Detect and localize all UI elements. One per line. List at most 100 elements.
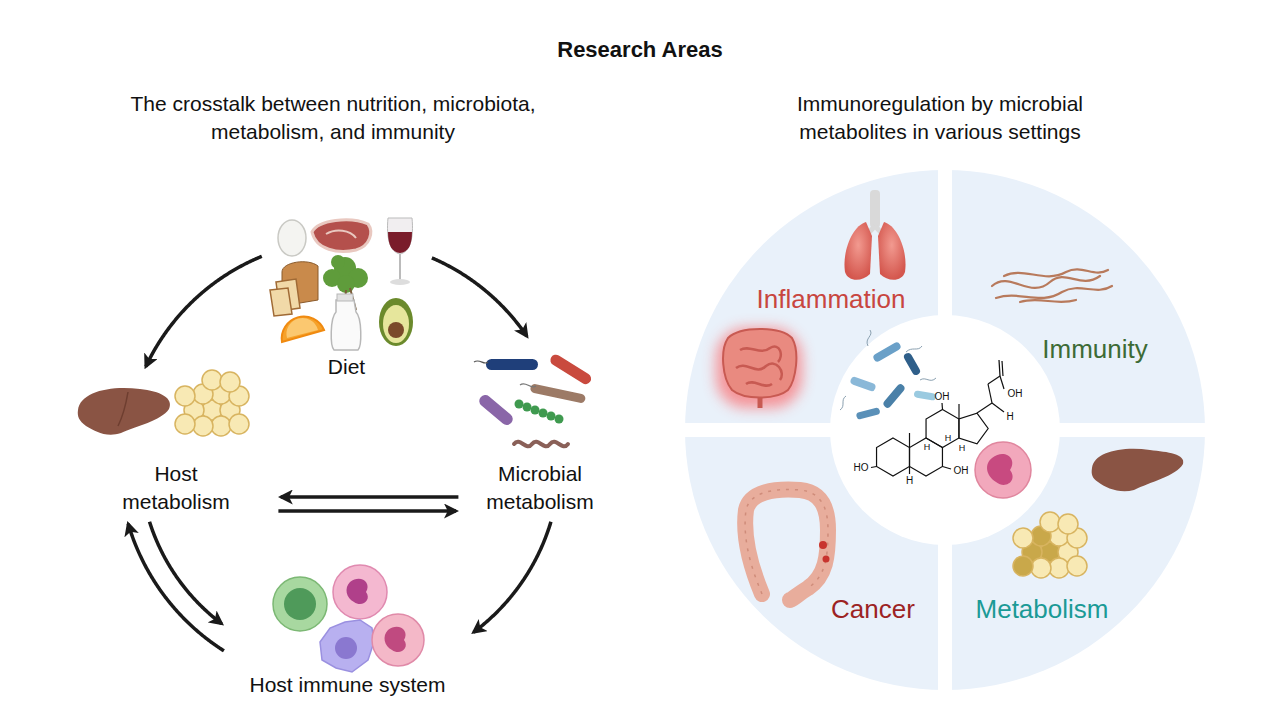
food-icons — [270, 218, 413, 350]
bile-acid-structure — [909, 433, 910, 448]
fat-cells — [175, 386, 195, 406]
atom-label: H — [924, 443, 931, 452]
lungs-icon — [844, 222, 872, 280]
node-label: Diet — [328, 353, 365, 380]
colon-icon — [745, 490, 828, 600]
bacteria-icons — [477, 393, 515, 428]
bacteria-icons — [523, 403, 532, 412]
panel-heading: The crosstalk between nutrition, microbi… — [123, 90, 543, 147]
atom-label: H — [1006, 412, 1013, 422]
neutrophil-icon — [975, 442, 1031, 498]
bacteria-icons — [514, 442, 568, 447]
bile-acid-structure — [909, 467, 910, 475]
flow-arrow — [278, 509, 456, 513]
fat-cells — [175, 370, 249, 436]
immune-cells — [335, 637, 357, 659]
bile-acid-structure — [1002, 361, 1003, 376]
center-bacteria — [840, 330, 936, 410]
liver-icon — [1092, 449, 1184, 491]
worms-icon — [996, 286, 1112, 298]
bile-acid-structure — [958, 404, 959, 419]
bile-acid-structure — [943, 467, 952, 470]
bile-acid-structure — [941, 403, 943, 410]
atom-label: H — [906, 476, 913, 486]
fat-cells — [1067, 556, 1087, 576]
food-icons — [326, 231, 356, 238]
fat-cells — [1058, 514, 1078, 534]
food-icons — [388, 232, 412, 253]
bacteria-icons — [515, 400, 524, 409]
lungs-icon — [870, 190, 880, 228]
bacteria-icons — [548, 353, 593, 387]
food-icons — [282, 317, 324, 342]
fat-cells — [1031, 558, 1051, 578]
flow-arrow — [281, 495, 459, 499]
center-bacteria — [849, 376, 876, 392]
node-group: Host immune system — [230, 565, 465, 698]
bacteria-icons — [530, 383, 587, 403]
immune-cells — [284, 588, 316, 620]
liver-icon — [78, 388, 170, 435]
food-icons — [337, 294, 353, 301]
inflamed-intestine-icon — [758, 398, 763, 408]
quadrant-label: Cancer — [831, 592, 915, 627]
atom-label: OH — [954, 466, 969, 476]
center-bacteria — [882, 383, 906, 410]
colon-icon — [823, 556, 830, 563]
node-label: Host immune system — [249, 671, 445, 698]
node-group: Diet — [268, 205, 425, 380]
center-bacteria — [840, 330, 936, 420]
bacteria-icons — [539, 409, 548, 418]
bile-acid-structure — [910, 438, 943, 476]
bacteria-icons — [547, 412, 556, 421]
bile-acid-structure — [871, 467, 877, 468]
quadrant-label: Inflammation — [757, 282, 906, 317]
quadrant-label: Immunity — [1042, 332, 1147, 367]
title: Research Areas — [557, 35, 723, 65]
bile-acid-structure — [959, 413, 988, 444]
quadrant-label: Metabolism — [976, 592, 1109, 627]
quadrant-ring — [680, 165, 1210, 695]
neutrophil-icon — [987, 454, 1013, 485]
bile-acid-structure — [988, 384, 992, 403]
fat-cells — [1013, 528, 1033, 548]
fat-cells — [220, 372, 240, 392]
inflamed-intestine-icon — [736, 347, 782, 386]
panel-heading: Immunoregulation by microbial metabolite… — [760, 90, 1120, 147]
fat-cells — [1013, 556, 1033, 576]
food-icons — [331, 255, 345, 269]
worms-icon — [1004, 269, 1108, 276]
food-icons — [312, 220, 371, 252]
bile-acid-structure — [877, 438, 910, 476]
inflamed-intestine-icon — [723, 329, 796, 398]
atom-label: H — [945, 434, 952, 443]
immune-cells — [372, 614, 424, 666]
neutrophil-icon — [975, 442, 1031, 498]
worms-icon — [992, 276, 1100, 288]
node-group: Microbial metabolism — [465, 345, 615, 515]
bacteria-icons — [474, 361, 488, 363]
bacteria-icons — [531, 406, 540, 415]
fat-cells — [211, 416, 231, 436]
worms-icon — [1020, 300, 1076, 302]
bile-acid-structure — [1000, 376, 1004, 389]
fat-cells — [193, 416, 213, 436]
node-group: Host metabolism — [80, 375, 272, 515]
fat-cells — [229, 414, 249, 434]
bile-acid-structure — [926, 410, 959, 448]
immune-cells — [385, 627, 406, 652]
node-label: Microbial metabolism — [475, 460, 605, 515]
colon-icon — [745, 490, 828, 594]
bile-acid-structure — [988, 376, 1000, 384]
fat-cells — [1040, 512, 1060, 532]
flow-arrow — [432, 258, 527, 336]
atom-label: OH — [1008, 389, 1023, 399]
immune-cells — [347, 579, 368, 604]
food-icons — [379, 298, 413, 346]
bacteria-icons — [486, 359, 538, 370]
center-bacteria — [903, 352, 922, 377]
inflamed-intestine-icon — [716, 328, 802, 408]
fat-cells — [1049, 558, 1069, 578]
food-icons — [278, 220, 306, 256]
